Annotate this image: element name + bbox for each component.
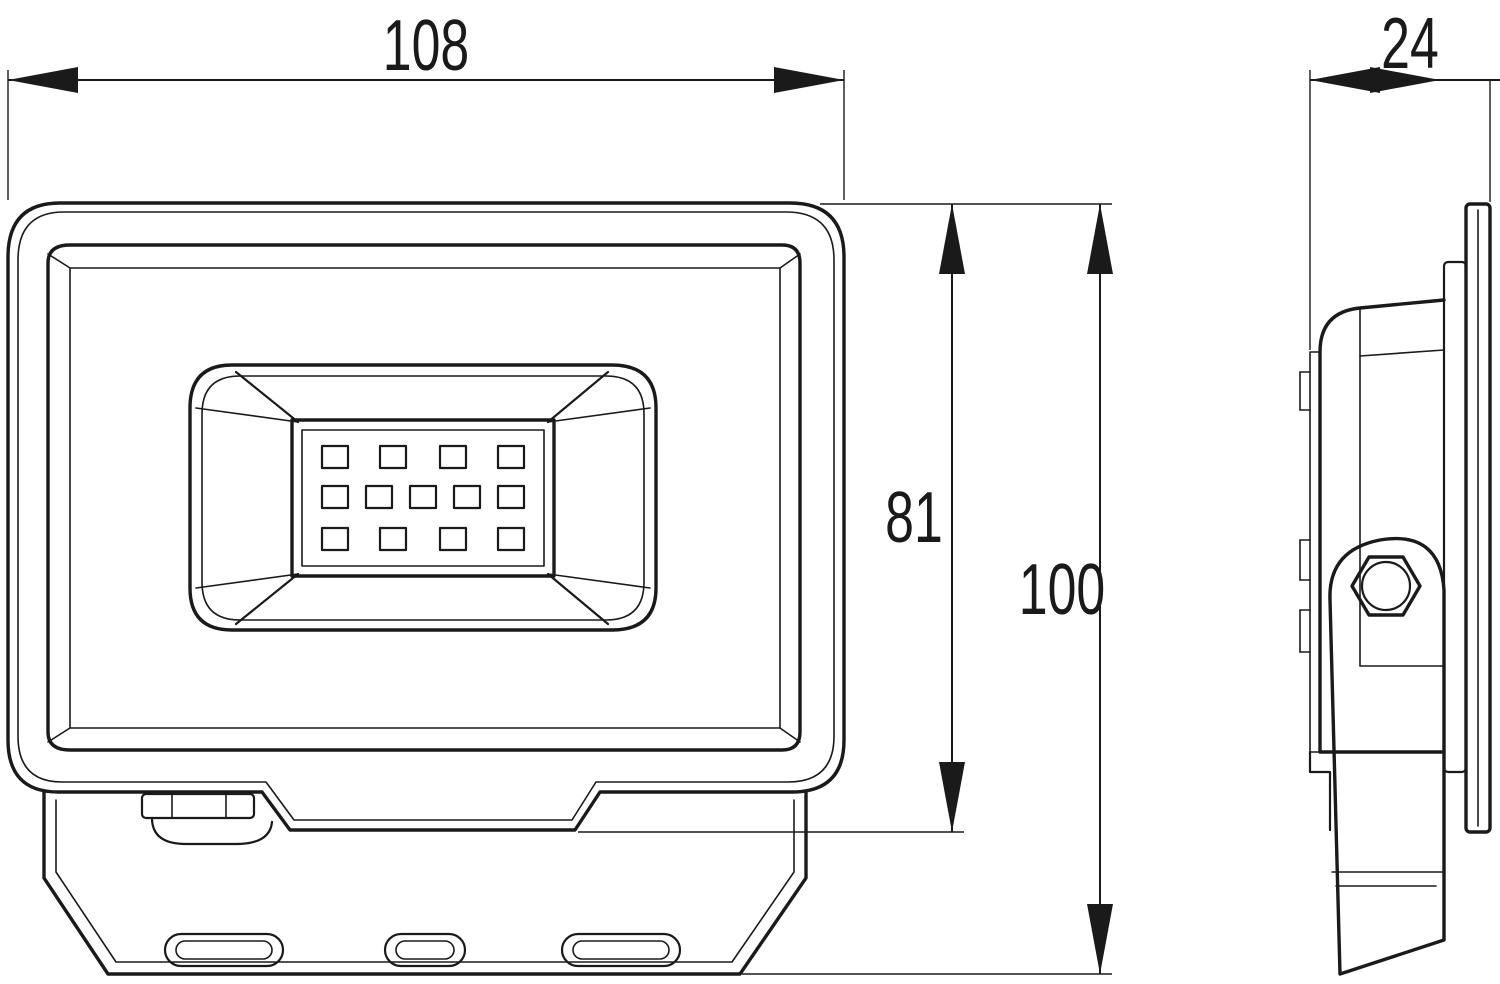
housing-outer	[6, 201, 846, 832]
led-chip	[320, 444, 350, 470]
led-chip	[496, 444, 526, 470]
led-chip	[438, 444, 468, 470]
led-chip	[320, 526, 350, 552]
dimension-label-width-front: 108	[383, 6, 469, 86]
mounting-bracket-front	[42, 790, 808, 976]
led-chip	[438, 526, 468, 552]
led-chip	[452, 484, 482, 510]
dimension-height-body: 81	[578, 203, 965, 833]
glass-frame	[46, 243, 802, 752]
led-chip	[496, 526, 526, 552]
cable-gland	[140, 792, 274, 846]
led-chip	[320, 484, 350, 510]
led-chip	[378, 526, 408, 552]
led-chip	[496, 484, 526, 510]
side-bracket	[1328, 536, 1446, 976]
side-housing	[1299, 298, 1446, 832]
dimension-width-side: 24	[1309, 4, 1500, 350]
side-glass-plate	[1442, 202, 1492, 834]
dimension-label-height-body: 81	[885, 478, 943, 558]
led-chip	[408, 484, 438, 510]
dimension-width-front: 108	[7, 6, 845, 200]
led-board	[290, 418, 556, 578]
led-chips	[320, 444, 526, 552]
hex-bolt	[1350, 555, 1422, 617]
led-chip	[364, 484, 394, 510]
reflector	[188, 363, 658, 632]
dimension-label-width-side: 24	[1381, 4, 1439, 84]
side-view	[1299, 202, 1492, 976]
front-view	[6, 201, 846, 976]
dimension-label-height-overall: 100	[1019, 550, 1105, 630]
dimension-height-overall: 100	[742, 203, 1113, 975]
led-chip	[378, 444, 408, 470]
